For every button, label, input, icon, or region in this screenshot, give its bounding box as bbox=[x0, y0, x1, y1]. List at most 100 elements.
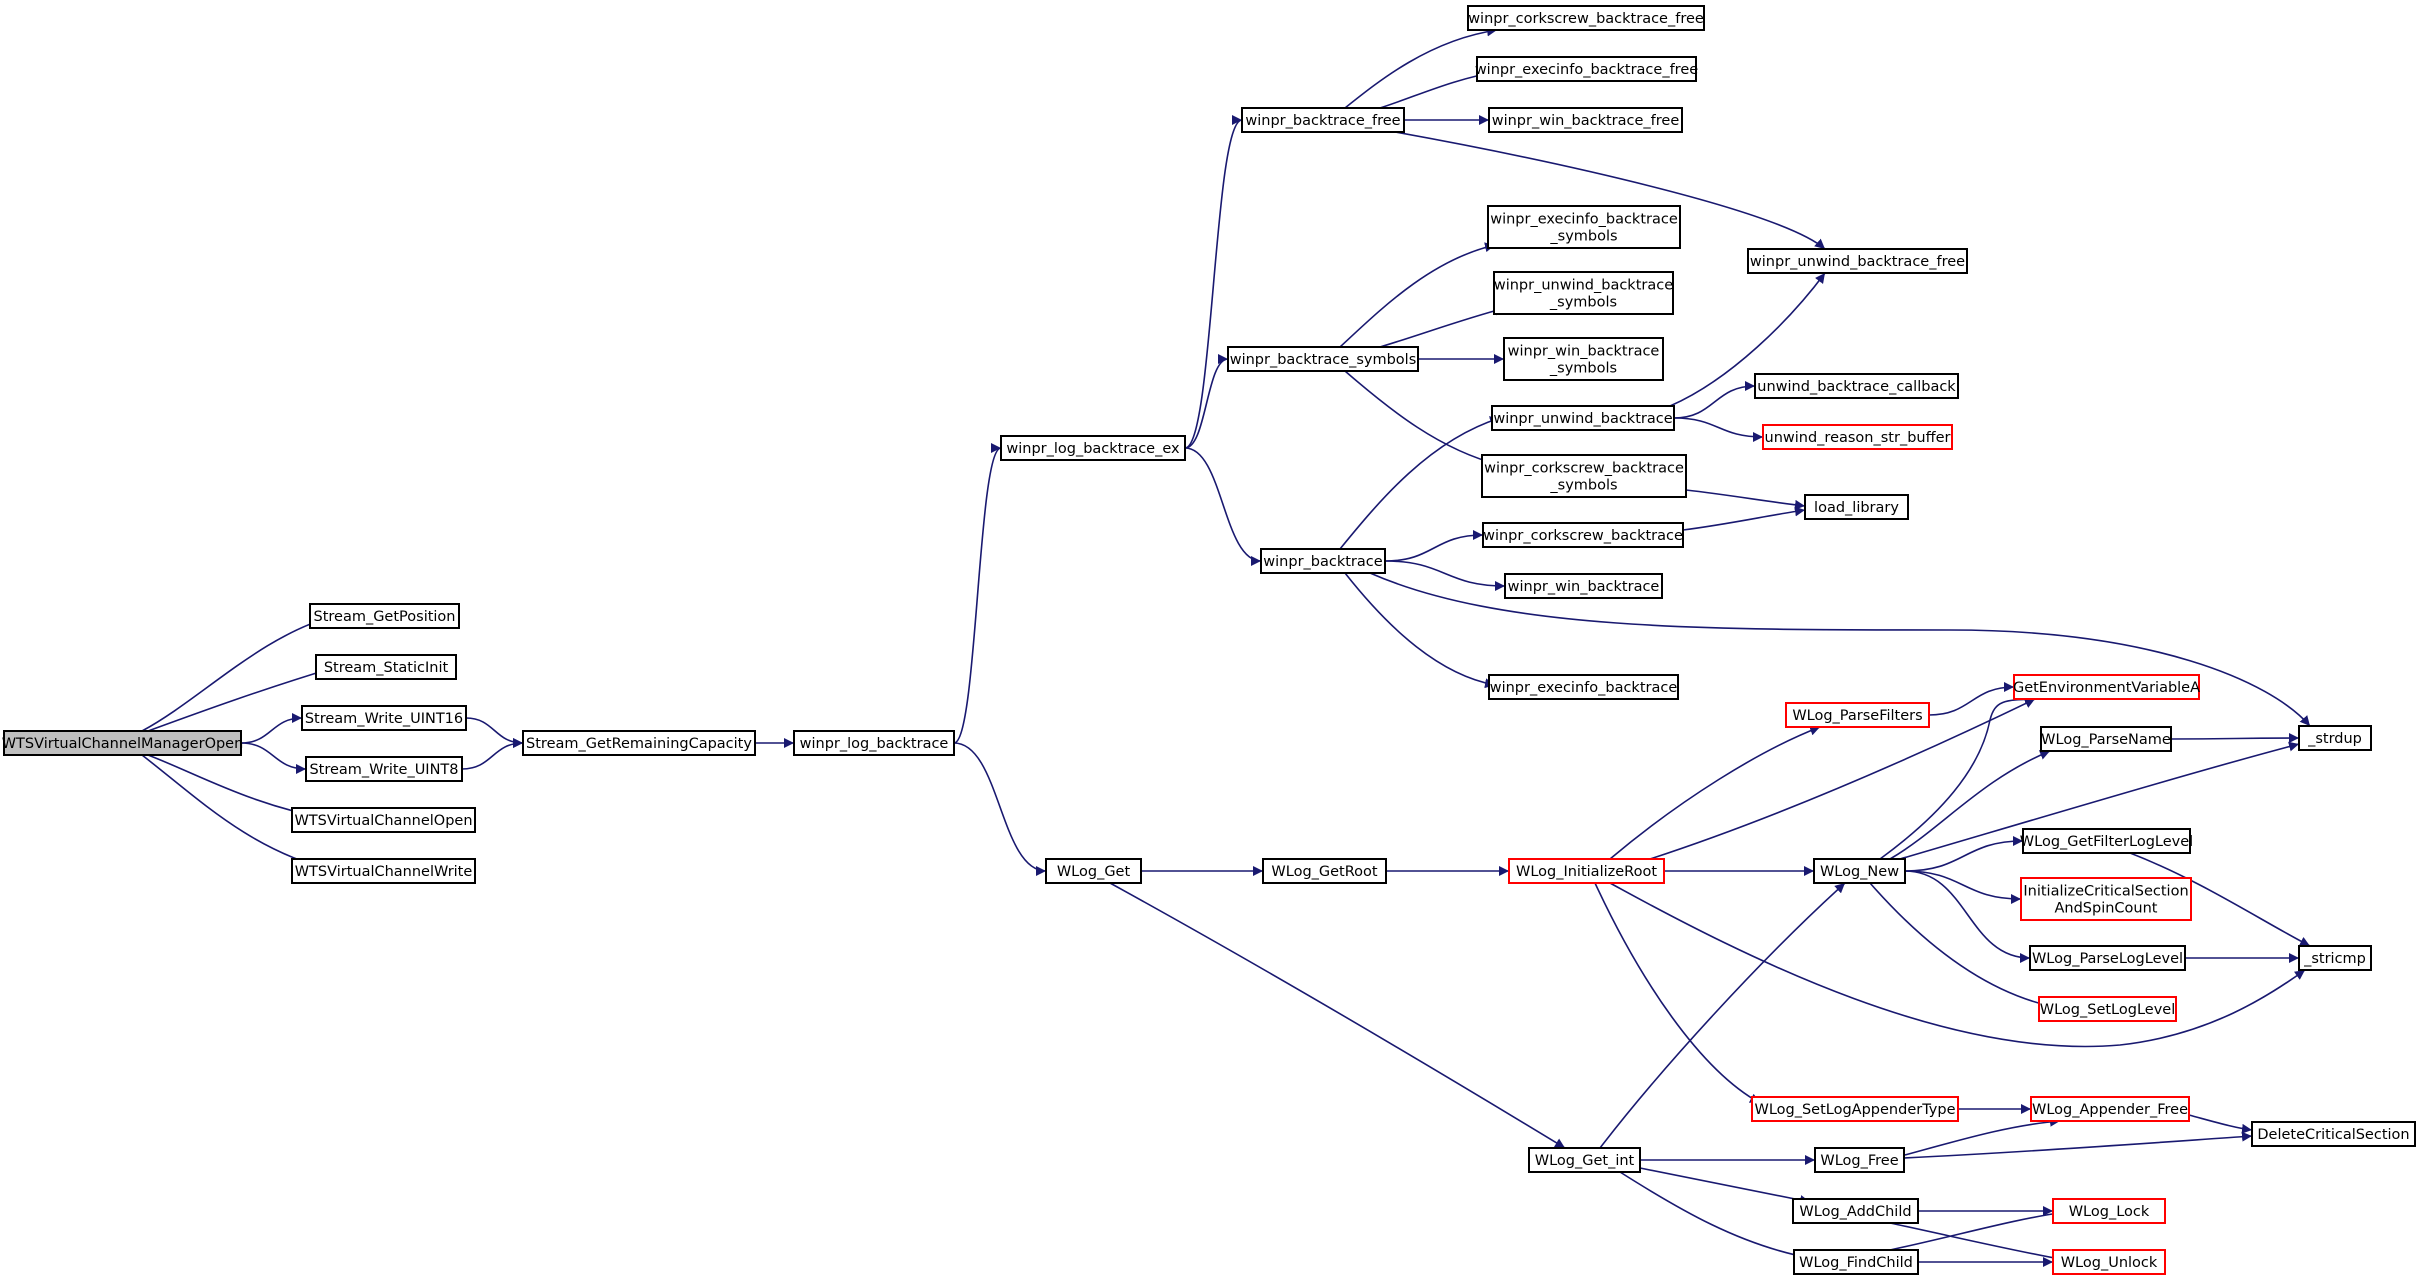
node-wlog-lock[interactable]: WLog_Lock bbox=[2052, 1198, 2166, 1224]
edge-arrow bbox=[1649, 698, 2036, 860]
node-label: AndSpinCount bbox=[2054, 901, 2157, 917]
node-getenvironmentvariablea[interactable]: GetEnvironmentVariableA bbox=[2013, 674, 2200, 700]
node-box bbox=[1762, 424, 1953, 450]
node-winpr-execinfo-backtrace-symbols[interactable]: winpr_execinfo_backtrace_symbols bbox=[1487, 205, 1681, 249]
node-wlog-setloglevel[interactable]: WLog_SetLogLevel bbox=[2038, 996, 2177, 1022]
node-label: GetEnvironmentVariableA bbox=[2013, 680, 2200, 696]
nodes-layer: WTSVirtualChannelManagerOpen Stream_GetPo… bbox=[2, 5, 2416, 1275]
node-box bbox=[1476, 56, 1697, 82]
node-stream-staticinit[interactable]: Stream_StaticInit bbox=[315, 654, 457, 680]
node-winpr-win-backtrace-free[interactable]: winpr_win_backtrace_free bbox=[1488, 107, 1683, 133]
node-wlog-new[interactable]: WLog_New bbox=[1813, 858, 1906, 884]
node-box bbox=[1528, 1147, 1641, 1173]
edge-winpr-unwind-backtrace-to-unwind-backtrace-callback bbox=[1673, 381, 1756, 419]
node-label: _symbols bbox=[1549, 361, 1617, 377]
node-wlog-get[interactable]: WLog_Get bbox=[1045, 858, 1142, 884]
node-winpr-backtrace[interactable]: winpr_backtrace bbox=[1260, 548, 1386, 574]
node-label: winpr_execinfo_backtrace bbox=[1490, 680, 1678, 696]
edge-arrow bbox=[1184, 354, 1229, 449]
node-winpr-corkscrew-backtrace[interactable]: winpr_corkscrew_backtrace bbox=[1482, 522, 1684, 548]
node-box bbox=[1792, 1198, 1919, 1224]
edge-winpr-backtrace-free-to-winpr-unwind-backtrace-free bbox=[1394, 131, 1826, 250]
node-wlog-parsefilters[interactable]: WLog_ParseFilters bbox=[1785, 702, 1930, 728]
node-winpr-backtrace-symbols[interactable]: winpr_backtrace_symbols bbox=[1227, 346, 1419, 372]
node-label: _symbols bbox=[1549, 478, 1617, 494]
node-stream-write-uint16[interactable]: Stream_Write_UINT16 bbox=[301, 705, 467, 731]
node-wtsvirtualchannelmanageropen[interactable]: WTSVirtualChannelManagerOpen bbox=[2, 730, 244, 756]
node-label: WLog_Appender_Free bbox=[2032, 1102, 2188, 1118]
node-winpr-log-backtrace[interactable]: winpr_log_backtrace bbox=[793, 730, 955, 756]
node-box bbox=[1793, 1249, 1919, 1275]
edge-arrow bbox=[2170, 733, 2300, 744]
edge-wlog-new-to-wlog-parsename bbox=[1889, 750, 2051, 860]
node-stream-getposition[interactable]: Stream_GetPosition bbox=[309, 603, 460, 629]
node-wlog-getfilterloglevel[interactable]: WLog_GetFilterLogLevel bbox=[2020, 828, 2193, 854]
node-winpr-unwind-backtrace[interactable]: winpr_unwind_backtrace bbox=[1491, 405, 1675, 431]
node-wlog-get-int[interactable]: WLog_Get_int bbox=[1528, 1147, 1641, 1173]
node-unwind-backtrace-callback[interactable]: unwind_backtrace_callback bbox=[1754, 373, 1959, 399]
edge-arrow bbox=[1369, 572, 2311, 727]
edge-arrow bbox=[1344, 370, 1501, 468]
node-unwind-reason-str-buffer[interactable]: unwind_reason_str_buffer bbox=[1762, 424, 1953, 450]
edge-arrow bbox=[1685, 489, 1806, 510]
edge-wlog-new-to-wlog-parseloglevel bbox=[1904, 870, 2031, 963]
node-wlog-free[interactable]: WLog_Free bbox=[1814, 1147, 1905, 1173]
edge-winpr-log-backtrace-ex-to-winpr-backtrace bbox=[1184, 447, 1262, 566]
node-winpr-log-backtrace-ex[interactable]: winpr_log_backtrace_ex bbox=[1000, 435, 1186, 461]
edge-wlog-new-to-wlog-getfilterloglevel bbox=[1904, 836, 2024, 872]
node-label: Stream_StaticInit bbox=[324, 660, 449, 676]
node-winpr-win-backtrace-symbols[interactable]: winpr_win_backtrace_symbols bbox=[1503, 337, 1664, 381]
node-winpr-unwind-backtrace-symbols[interactable]: winpr_unwind_backtrace_symbols bbox=[1493, 271, 1674, 315]
node-winpr-corkscrew-backtrace-symbols[interactable]: winpr_corkscrew_backtrace_symbols bbox=[1481, 454, 1687, 498]
node-load-library[interactable]: load_library bbox=[1804, 494, 1909, 520]
node-strdup[interactable]: _strdup bbox=[2298, 725, 2372, 751]
edge-wtsvirtualchannelmanageropen-to-stream-write-uint16 bbox=[240, 713, 303, 744]
edge-winpr-log-backtrace-to-winpr-log-backtrace-ex bbox=[953, 443, 1002, 744]
edge-wlog-appender-free-to-deletecriticalsection bbox=[2188, 1114, 2253, 1134]
node-wlog-addchild[interactable]: WLog_AddChild bbox=[1792, 1198, 1919, 1224]
node-label: WLog_Unlock bbox=[2061, 1255, 2158, 1271]
node-box bbox=[1000, 435, 1186, 461]
node-wlog-parsename[interactable]: WLog_ParseName bbox=[2040, 726, 2172, 752]
edge-arrow bbox=[461, 738, 524, 770]
node-wlog-unlock[interactable]: WLog_Unlock bbox=[2052, 1249, 2166, 1275]
edge-winpr-backtrace-symbols-to-winpr-unwind-backtrace-symbols bbox=[1379, 305, 1506, 348]
node-wlog-getroot[interactable]: WLog_GetRoot bbox=[1262, 858, 1387, 884]
node-wtsvirtualchannelopen[interactable]: WTSVirtualChannelOpen bbox=[291, 807, 476, 833]
node-wlog-parseloglevel[interactable]: WLog_ParseLogLevel bbox=[2029, 945, 2186, 971]
node-stream-write-uint8[interactable]: Stream_Write_UINT8 bbox=[305, 756, 463, 782]
node-wlog-findchild[interactable]: WLog_FindChild bbox=[1793, 1249, 1919, 1275]
node-wlog-initializeroot[interactable]: WLog_InitializeRoot bbox=[1508, 858, 1665, 884]
edge-arrow bbox=[1594, 882, 1761, 1104]
edge-winpr-log-backtrace-to-wlog-get bbox=[953, 742, 1047, 876]
node-deletecriticalsection[interactable]: DeleteCriticalSection bbox=[2251, 1121, 2416, 1147]
node-winpr-execinfo-backtrace[interactable]: winpr_execinfo_backtrace bbox=[1488, 674, 1679, 700]
edge-winpr-backtrace-free-to-winpr-corkscrew-backtrace-free bbox=[1344, 26, 1498, 109]
edge-wlog-new-to-initializecriticalsectionandspincount bbox=[1904, 870, 2022, 904]
node-stream-getremainingcapacity[interactable]: Stream_GetRemainingCapacity bbox=[522, 730, 756, 756]
edge-arrow bbox=[1928, 682, 2015, 716]
node-winpr-corkscrew-backtrace-free[interactable]: winpr_corkscrew_backtrace_free bbox=[1467, 5, 1705, 31]
node-label: _strdup bbox=[2307, 731, 2362, 747]
node-label: winpr_corkscrew_backtrace bbox=[1483, 528, 1683, 544]
node-wlog-appender-free[interactable]: WLog_Appender_Free bbox=[2030, 1096, 2190, 1122]
node-stricmp[interactable]: _stricmp bbox=[2298, 945, 2372, 971]
edge-wtsvirtualchannelmanageropen-to-stream-staticinit bbox=[147, 665, 337, 732]
node-label: winpr_win_backtrace bbox=[1508, 344, 1660, 360]
node-wlog-setlogappendertype[interactable]: WLog_SetLogAppenderType bbox=[1751, 1096, 1959, 1122]
node-box bbox=[1508, 858, 1665, 884]
node-label: winpr_unwind_backtrace_free bbox=[1750, 254, 1965, 270]
node-box bbox=[2029, 945, 2186, 971]
edge-wtsvirtualchannelmanageropen-to-stream-write-uint8 bbox=[240, 742, 307, 774]
edge-arrow bbox=[1904, 836, 2024, 872]
edge-arrow bbox=[1904, 1116, 2061, 1156]
node-winpr-execinfo-backtrace-free[interactable]: winpr_execinfo_backtrace_free bbox=[1475, 56, 1698, 82]
node-label: _symbols bbox=[1549, 229, 1617, 245]
node-winpr-backtrace-free[interactable]: winpr_backtrace_free bbox=[1241, 107, 1405, 133]
edge-arrow bbox=[1904, 870, 2022, 904]
node-winpr-unwind-backtrace-free[interactable]: winpr_unwind_backtrace_free bbox=[1747, 248, 1968, 274]
edge-arrow bbox=[1869, 882, 2051, 1009]
node-winpr-win-backtrace[interactable]: winpr_win_backtrace bbox=[1504, 573, 1663, 599]
node-wtsvirtualchannelwrite[interactable]: WTSVirtualChannelWrite bbox=[291, 858, 476, 884]
